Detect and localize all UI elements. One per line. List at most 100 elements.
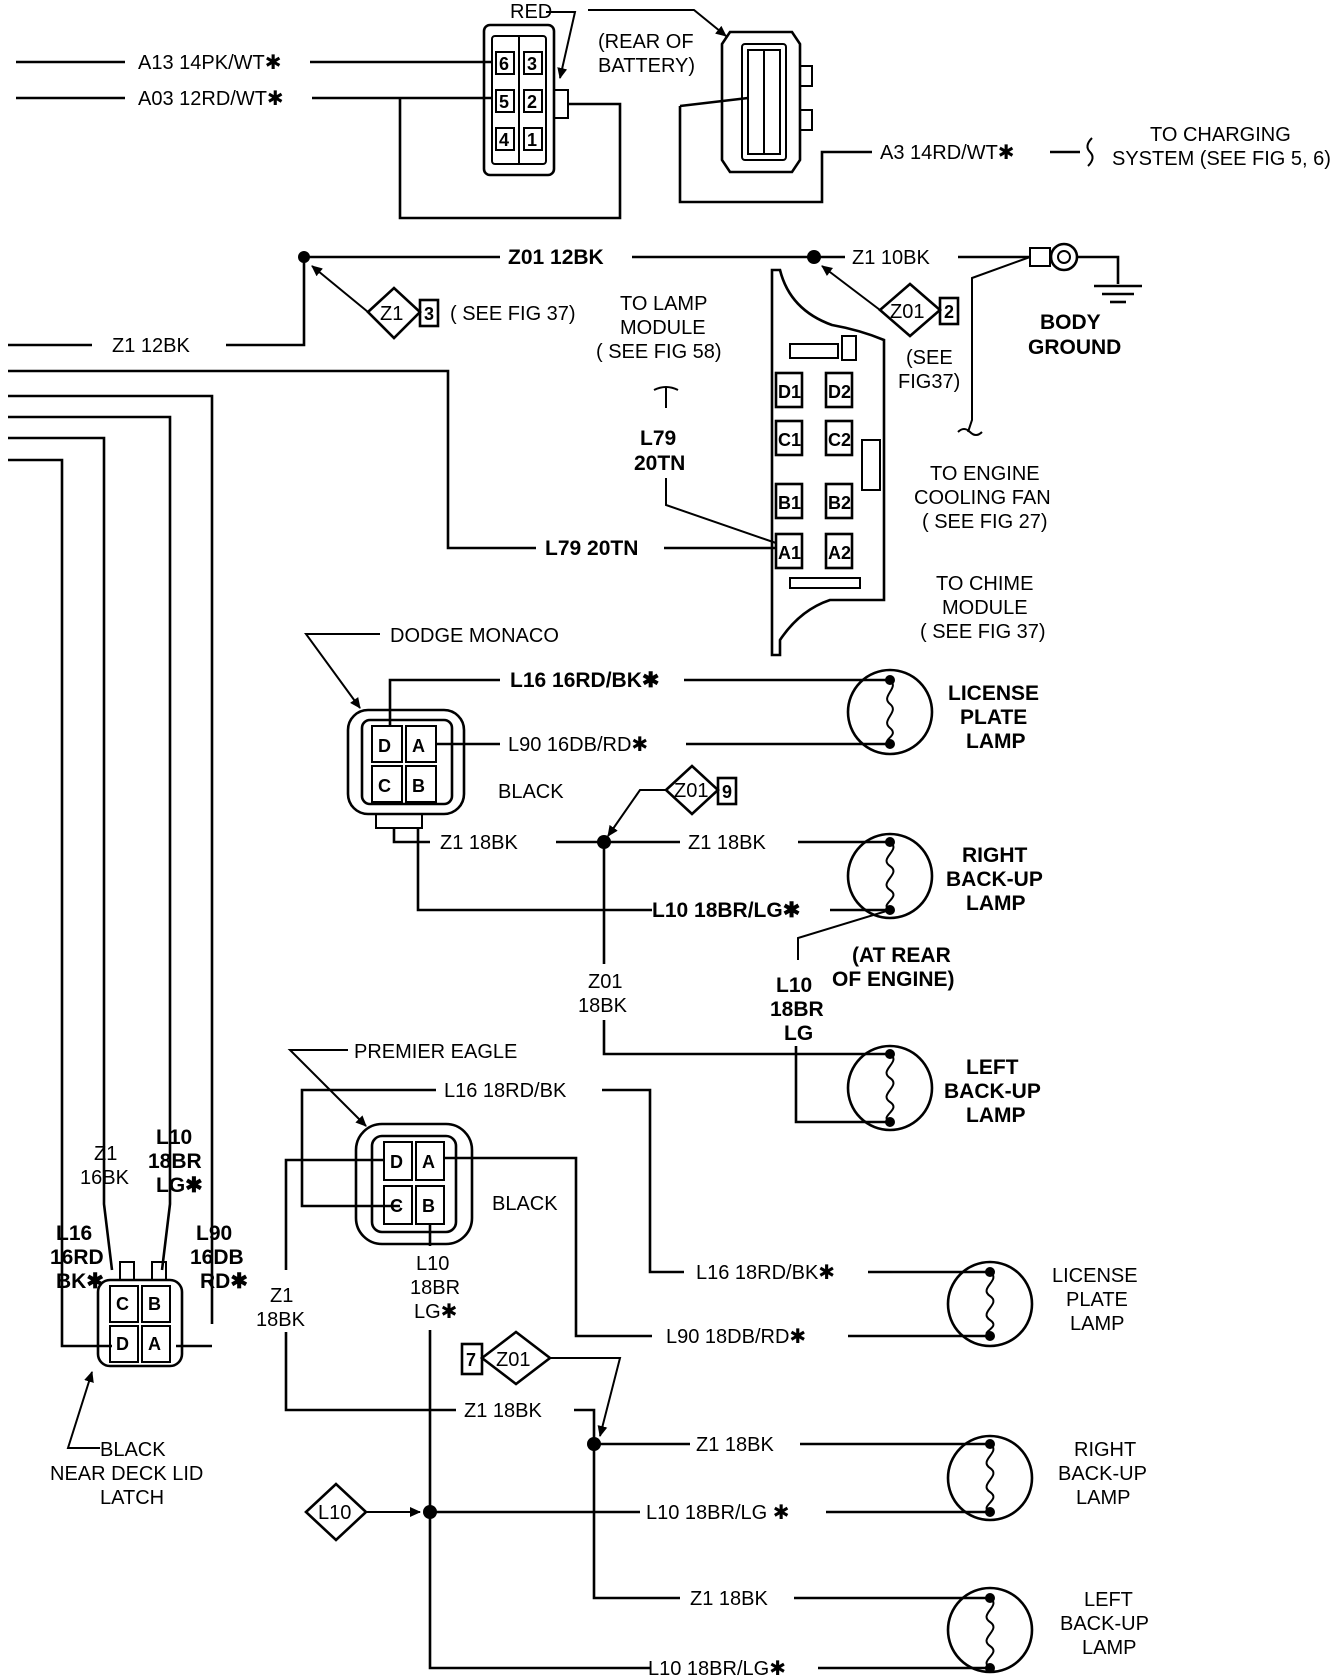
premier-z1-bottom-label: Z1 18BK bbox=[690, 1588, 768, 1610]
dodge-right-backup-line1: RIGHT bbox=[962, 844, 1028, 867]
dodge-l10-vertical-line2: 18BR bbox=[770, 998, 824, 1021]
dodge-license-line2: PLATE bbox=[960, 706, 1027, 729]
see-fig-37-label: ( SEE FIG 37) bbox=[450, 303, 576, 325]
engine-fan-break-icon bbox=[957, 428, 983, 436]
dodge-z01-vertical-line1: Z01 bbox=[588, 971, 622, 993]
deck-pin-c: C bbox=[116, 1294, 129, 1314]
premier-wire-z1-bottom bbox=[284, 1332, 456, 1412]
deck-pin-b: B bbox=[148, 1294, 161, 1314]
dodge-wire-l10 bbox=[416, 828, 652, 912]
l79-vertical-line2: 20TN bbox=[634, 452, 685, 475]
wire-engine-fan bbox=[967, 256, 1031, 433]
see-fig37-line2: FIG37) bbox=[898, 371, 960, 393]
premier-license-line3: LAMP bbox=[1070, 1313, 1124, 1335]
deck-caption-line2: NEAR DECK LID bbox=[50, 1463, 203, 1485]
premier-title-arrow bbox=[287, 1049, 367, 1127]
premier-z01-tag-arrow bbox=[550, 1357, 622, 1437]
dodge-pin-a: A bbox=[412, 736, 425, 756]
premier-wire-z1-to-splice bbox=[574, 1408, 596, 1444]
wire-a03-label: A03 12RD/WT✱ bbox=[138, 88, 284, 110]
cell-c2: C2 bbox=[828, 430, 851, 450]
dodge-wire-l90-label: L90 16DB/RD✱ bbox=[508, 734, 648, 756]
premier-l10-mid-label: L10 18BR/LG ✱ bbox=[646, 1502, 790, 1524]
premier-z01-tag-text: Z01 bbox=[496, 1349, 530, 1371]
premier-license-plate-lamp bbox=[946, 1260, 1034, 1348]
premier-wire-z1-from-d bbox=[284, 1158, 384, 1270]
cell-d2: D2 bbox=[828, 382, 851, 402]
wire-z01-12bk-label: Z01 12BK bbox=[508, 246, 604, 269]
z01-tag-num: 2 bbox=[944, 302, 954, 322]
deck-l10-line1: L10 bbox=[156, 1126, 192, 1149]
premier-l10-tag-text: L10 bbox=[318, 1502, 351, 1524]
premier-right-backup-line3: LAMP bbox=[1076, 1487, 1130, 1509]
premier-right-backup-line2: BACK-UP bbox=[1058, 1463, 1147, 1485]
premier-pin-a: A bbox=[422, 1152, 435, 1172]
body-ground-line2: GROUND bbox=[1028, 336, 1121, 359]
premier-z1-mid-label: Z1 18BK bbox=[464, 1400, 542, 1422]
ground-section: Z01 12BK Z1 10BK BODY GROUND Z1 12BK Z1 bbox=[8, 242, 1142, 436]
dodge-z01-tag-num: 9 bbox=[722, 782, 732, 802]
to-lamp-module-line1: TO LAMP bbox=[620, 293, 707, 315]
wire-a3 bbox=[678, 106, 872, 204]
dodge-wire-z01-to-left-lamp bbox=[602, 1020, 890, 1056]
premier-connector: D A C B bbox=[354, 1122, 474, 1246]
premier-l16-top-label: L16 18RD/BK bbox=[444, 1080, 567, 1102]
battery-section: A13 14PK/WT✱ A03 12RD/WT✱ 6 3 5 2 4 1 RE… bbox=[16, 1, 1331, 220]
dodge-z01-vertical-line2: 18BK bbox=[578, 995, 628, 1017]
dodge-wire-l16-label: L16 16RD/BK✱ bbox=[510, 669, 659, 692]
premier-eagle-section: PREMIER EAGLE L16 18RD/BK L16 18RD/BK✱ D… bbox=[256, 1041, 1149, 1678]
deck-caption-arrow bbox=[66, 1371, 100, 1449]
deck-l10-line3: LG✱ bbox=[156, 1174, 203, 1197]
at-rear-engine-line2: OF ENGINE) bbox=[832, 968, 955, 991]
battery-connector-6pin: 6 3 5 2 4 1 bbox=[482, 23, 569, 177]
premier-pin-c: C bbox=[390, 1196, 403, 1216]
dodge-z01-tag-text: Z01 bbox=[674, 780, 708, 802]
dodge-z01-tag-arrow bbox=[607, 789, 666, 837]
premier-wire-l10-vertical bbox=[428, 1330, 650, 1670]
deck-z1-line1: Z1 bbox=[94, 1143, 117, 1165]
deck-l16-line2: 16RD bbox=[50, 1246, 104, 1269]
battery-pin-6: 6 bbox=[499, 54, 509, 74]
deck-caption-line1: BLACK bbox=[100, 1439, 166, 1461]
premier-l10-bottom-label: L10 18BR/LG✱ bbox=[648, 1658, 786, 1678]
red-arrow-left bbox=[546, 11, 577, 79]
deck-lid-connector: C B D A bbox=[96, 1261, 184, 1368]
to-engine-fan-line1: TO ENGINE bbox=[930, 463, 1040, 485]
charging-break-icon bbox=[1086, 137, 1094, 167]
rear-of-battery-line2: BATTERY) bbox=[598, 55, 695, 77]
see-fig37-line1: (SEE bbox=[906, 347, 953, 369]
wire-l79-vertical bbox=[665, 478, 777, 544]
wire-a13-label: A13 14PK/WT✱ bbox=[138, 52, 281, 74]
premier-wire-l16-right bbox=[602, 1088, 684, 1274]
premier-left-backup-line2: BACK-UP bbox=[1060, 1613, 1149, 1635]
dodge-wire-z1-right-label: Z1 18BK bbox=[688, 832, 766, 854]
premier-l10-vertical-line3: LG✱ bbox=[414, 1301, 457, 1323]
red-arrow-right bbox=[588, 9, 727, 37]
to-chime-line3: ( SEE FIG 37) bbox=[920, 621, 1046, 643]
dodge-pin-b: B bbox=[412, 776, 425, 796]
cell-a2: A2 bbox=[828, 543, 851, 563]
battery-inner-wire bbox=[679, 96, 749, 108]
premier-right-backup-lamp bbox=[946, 1434, 1034, 1522]
dodge-pin-c: C bbox=[378, 776, 391, 796]
dodge-left-backup-line1: LEFT bbox=[966, 1056, 1019, 1079]
battery-pin-2: 2 bbox=[527, 92, 537, 112]
cell-b1: B1 bbox=[778, 493, 801, 513]
deck-l90-line3: RD✱ bbox=[200, 1270, 248, 1293]
lamp-module-break-icon bbox=[653, 386, 679, 391]
cell-c1: C1 bbox=[778, 430, 801, 450]
wire-z1-12bk-vertical bbox=[226, 257, 306, 347]
premier-l16-right-label: L16 18RD/BK✱ bbox=[696, 1262, 835, 1284]
to-chime-line2: MODULE bbox=[942, 597, 1028, 619]
deck-l16-line1: L16 bbox=[56, 1222, 92, 1245]
premier-right-backup-line1: RIGHT bbox=[1074, 1439, 1136, 1461]
deck-l90-line2: 16DB bbox=[190, 1246, 244, 1269]
lamp-module-cells: D1 D2 C1 C2 B1 B2 A1 A2 bbox=[774, 371, 854, 570]
premier-l10-vertical-line1: L10 bbox=[416, 1253, 449, 1275]
deck-l90-line1: L90 bbox=[196, 1222, 232, 1245]
dodge-left-backup-line3: LAMP bbox=[966, 1104, 1026, 1127]
dodge-wire-l16 bbox=[388, 678, 500, 726]
wire-a03-loop bbox=[398, 98, 622, 220]
premier-license-line1: LICENSE bbox=[1052, 1265, 1138, 1287]
